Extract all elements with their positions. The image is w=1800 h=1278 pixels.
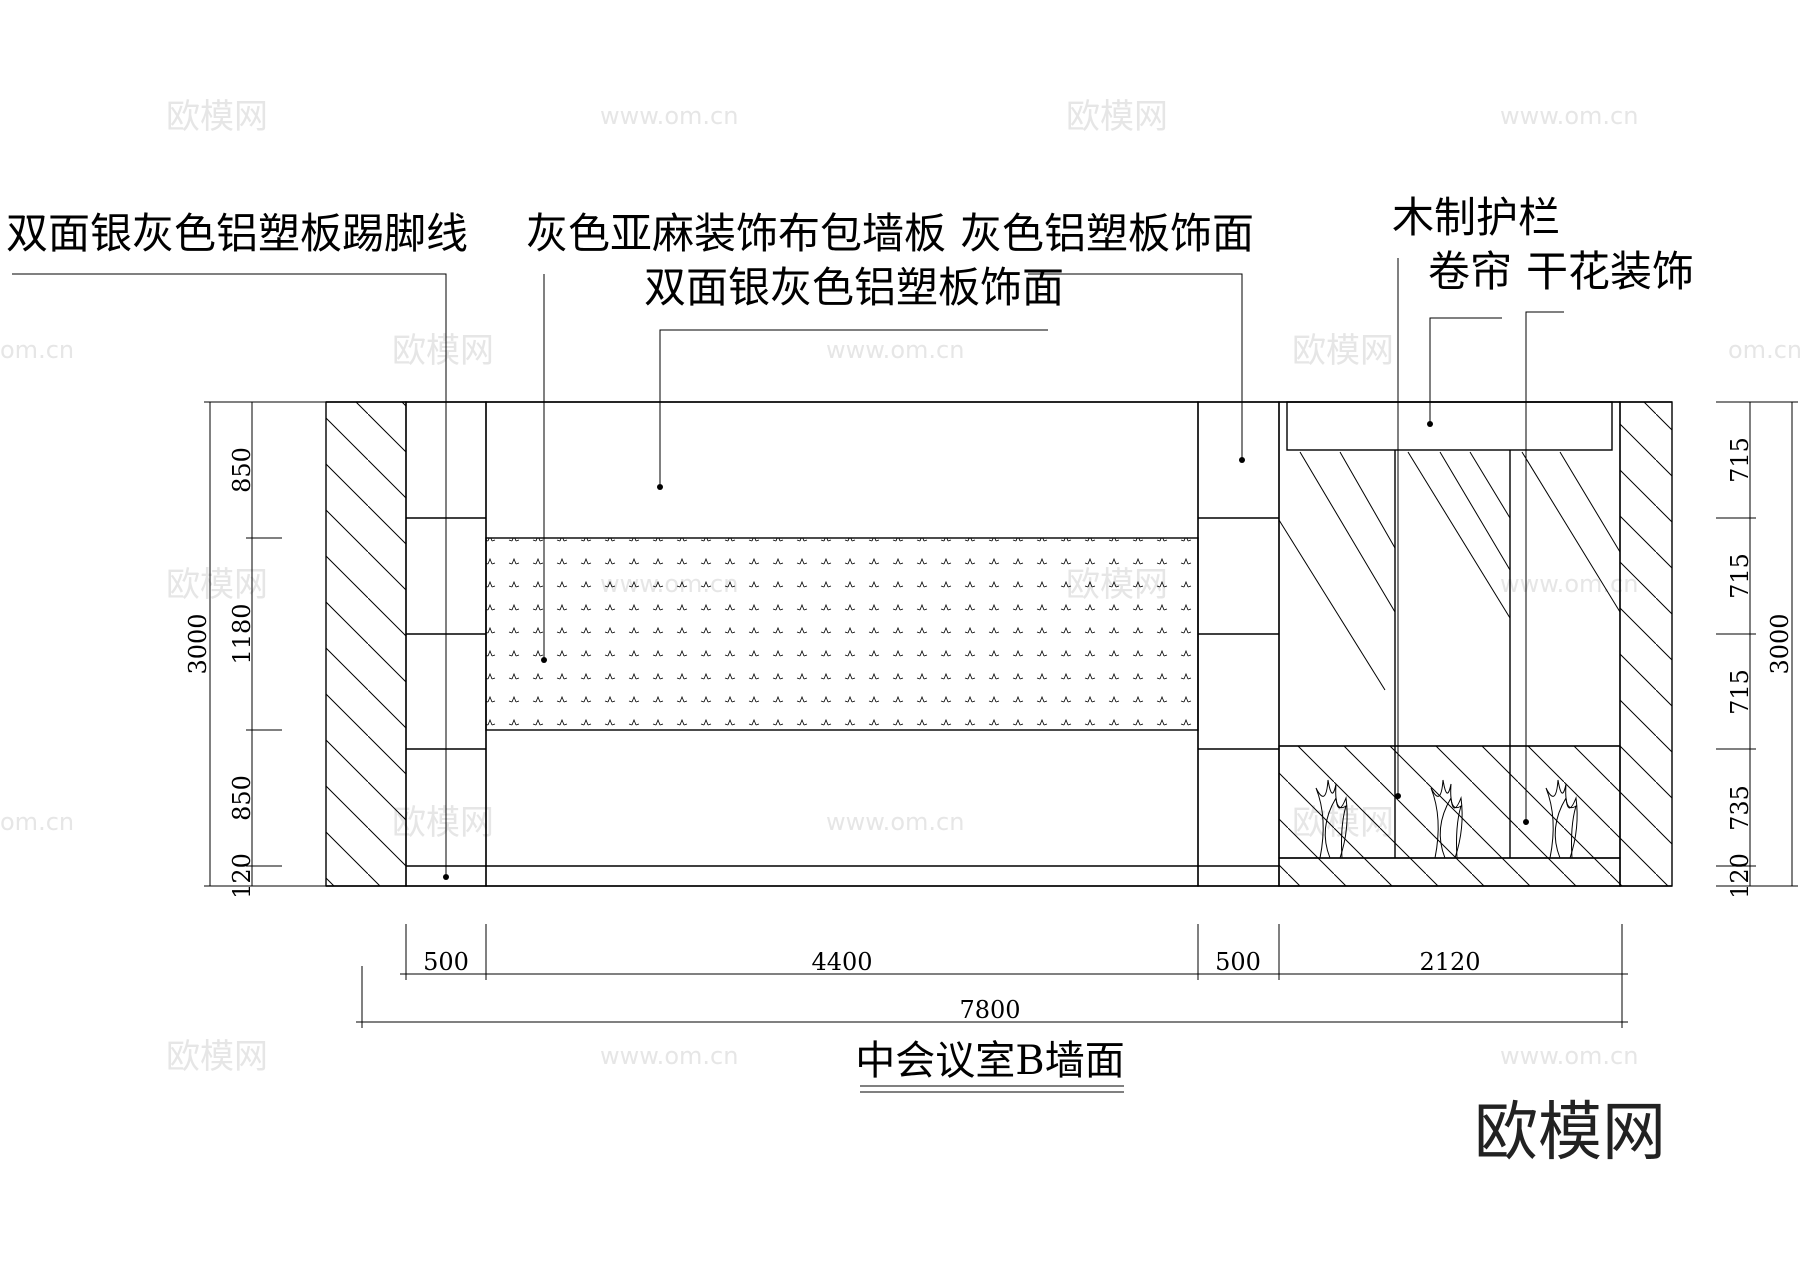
dim-bottom-2120: 2120 xyxy=(1419,948,1480,976)
bottom-dimensions: 500 4400 500 2120 7800 xyxy=(356,924,1628,1028)
watermark-url: www.om.cn xyxy=(1500,570,1638,598)
watermark-logo-faint: 欧模网 xyxy=(166,565,268,605)
fabric-wall-panel xyxy=(485,537,1199,731)
dim-right-715-c: 715 xyxy=(1726,669,1754,715)
dim-left-850-bottom: 850 xyxy=(228,775,256,821)
watermark-url: www.om.cn xyxy=(1500,102,1638,130)
dim-right-715-b: 715 xyxy=(1726,553,1754,599)
watermark-logo-faint: 欧模网 xyxy=(1066,97,1168,137)
drawing-caption: 中会议室B墙面 xyxy=(855,1038,1124,1084)
watermark-url: www.om.cn xyxy=(600,1042,738,1070)
dim-left-total: 3000 xyxy=(184,613,212,674)
label-gray-panel: 灰色铝塑板饰面 xyxy=(960,209,1254,258)
right-dimensions: 715 715 715 735 120 3000 xyxy=(1716,401,1798,899)
watermark-url: www.om.cn xyxy=(1500,1042,1638,1070)
watermark-url: om.cn xyxy=(1728,336,1800,364)
watermark-logo-faint: 欧模网 xyxy=(1292,331,1394,371)
dim-bottom-500-right: 500 xyxy=(1215,948,1261,976)
dim-right-735: 735 xyxy=(1726,785,1754,831)
dim-right-120: 120 xyxy=(1726,853,1754,899)
dried-flower-boxes xyxy=(1278,745,1621,887)
watermark-url: www.om.cn xyxy=(600,102,738,130)
watermark-url: www.om.cn xyxy=(826,336,964,364)
leader-lines xyxy=(12,258,1564,880)
dim-right-total: 3000 xyxy=(1766,613,1794,674)
left-dimensions: 850 1180 850 120 3000 xyxy=(184,401,326,899)
label-skirting: 双面银灰色铝塑板踢脚线 xyxy=(6,209,468,258)
watermark-logo-faint: 欧模网 xyxy=(166,97,268,137)
dim-left-1180: 1180 xyxy=(228,603,256,664)
brand-watermark-logo: 欧模网 xyxy=(1474,1096,1666,1170)
dim-bottom-total: 7800 xyxy=(959,996,1020,1024)
watermark-url: om.cn xyxy=(0,808,74,836)
dim-bottom-4400: 4400 xyxy=(811,948,872,976)
watermark-url: om.cn xyxy=(0,336,74,364)
dim-bottom-500-left: 500 xyxy=(423,948,469,976)
left-column-hatch xyxy=(325,401,407,887)
glass-reflections xyxy=(1278,451,1621,691)
right-column-hatch xyxy=(1619,401,1673,887)
watermark-logo-faint: 欧模网 xyxy=(166,1037,268,1077)
label-silver-panel: 双面银灰色铝塑板饰面 xyxy=(644,263,1064,312)
watermark-logo-faint: 欧模网 xyxy=(392,331,494,371)
roller-blind xyxy=(1286,401,1613,451)
dim-left-120: 120 xyxy=(228,853,256,899)
dim-right-715-a: 715 xyxy=(1726,437,1754,483)
label-fabric-panel: 灰色亚麻装饰布包墙板 xyxy=(526,209,946,258)
wall-elevation xyxy=(325,401,1673,887)
watermark-url: www.om.cn xyxy=(826,808,964,836)
right-panel-strip xyxy=(1197,401,1280,887)
watermark-logo-faint: 欧模网 xyxy=(392,803,494,843)
label-curtain: 卷帘 xyxy=(1428,247,1512,296)
label-dried-flower: 干花装饰 xyxy=(1526,247,1694,296)
dim-left-850-top: 850 xyxy=(228,447,256,493)
label-railing: 木制护栏 xyxy=(1392,193,1560,242)
